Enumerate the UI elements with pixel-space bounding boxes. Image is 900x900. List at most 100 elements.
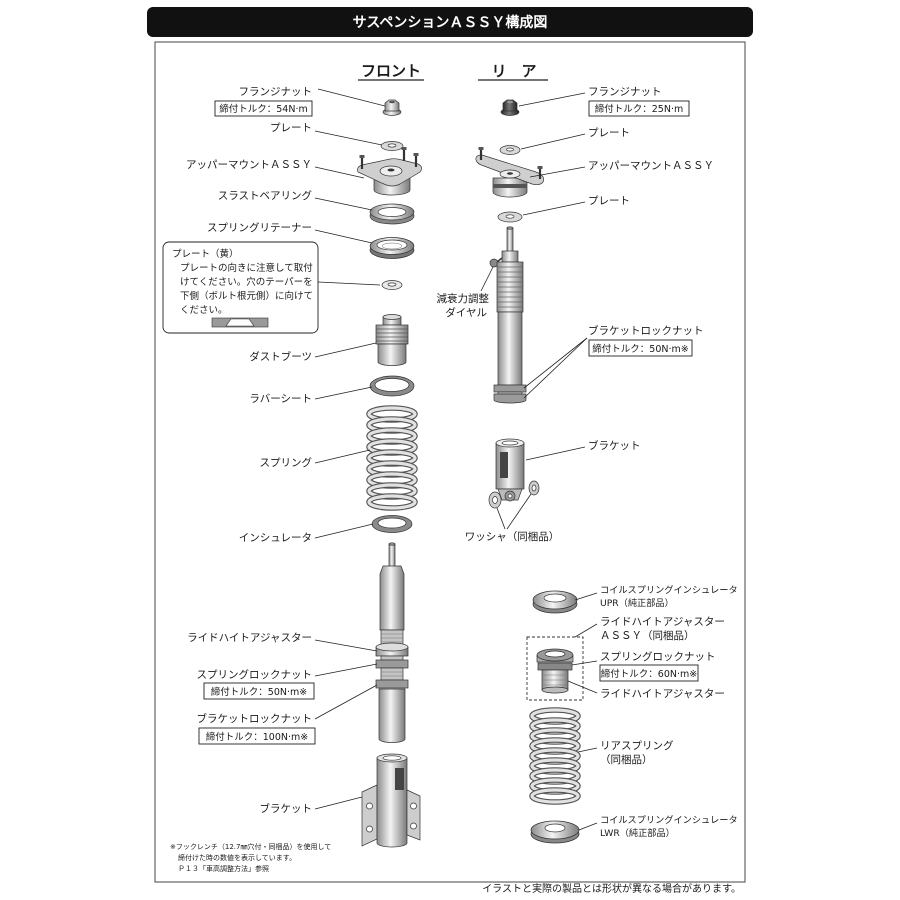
leader-line: [520, 133, 586, 150]
leader-line: [506, 493, 532, 530]
front-flange-nut-part: [382, 99, 402, 116]
rear-ride-height-adjuster-assy-label: ライドハイトアジャスター: [600, 616, 725, 628]
plate-note-line: 下側（ボルト根元側）に向けて: [180, 290, 313, 302]
rear-flange-nut-part: [500, 99, 520, 116]
footnote-line: Ｐ１３「車高調整方法」参照: [178, 864, 269, 873]
leader-line: [314, 449, 371, 464]
rear-upper-mount-label: アッパーマウントＡＳＳＹ: [588, 160, 714, 172]
leader-line: [317, 88, 386, 107]
leader-line: [314, 130, 383, 146]
leader-line: [574, 623, 598, 638]
rear-bracket-lock-nut-torque-box: [588, 339, 693, 357]
footnote-line: ※フックレンチ（12.7㎜穴付・同梱品）を使用して: [170, 842, 331, 851]
leader-line: [314, 166, 365, 179]
front-flange-nut-torque: 締付トルク：54N·m: [219, 103, 307, 115]
header-bar: サスペンションＡＳＳＹ構成図: [147, 7, 753, 37]
rear-ride-height-adjuster-assy-part: [526, 636, 584, 701]
disclaimer-caption: イラストと実際の製品とは形状が異なる場合があります。: [482, 882, 741, 895]
front-spring-lock-nut-torque-box: [203, 682, 315, 700]
leader-line: [523, 337, 588, 399]
rear-damping-dial-label: ダイヤル: [445, 306, 487, 319]
front-insulator-label: インシュレータ: [239, 532, 312, 544]
front-spring-lock-nut-torque: 締付トルク：50N·m※: [211, 686, 307, 698]
leader-line: [314, 684, 378, 720]
leader-line: [578, 822, 598, 831]
front-upper-mount-part: [357, 147, 422, 196]
front-bracket-part: [361, 753, 421, 848]
front-bracket-label: ブラケット: [260, 802, 313, 815]
rear-plate-lower-label: プレート: [588, 195, 630, 207]
rear-flange-nut-label: フランジナット: [588, 86, 662, 98]
leader-line: [518, 92, 586, 107]
front-insulator-part: [371, 515, 413, 533]
rear-spring-lock-nut-label: スプリングロックナット: [600, 650, 716, 663]
plate-note-line: プレートの向きに注意して取付: [180, 262, 313, 274]
leader-line: [480, 266, 494, 292]
leader-line: [529, 166, 586, 178]
front-ride-height-adjuster-label: ライドハイトアジャスター: [187, 632, 312, 644]
front-thrust-bearing-part: [369, 203, 415, 225]
front-upper-mount-label: アッパーマウントＡＳＳＹ: [186, 159, 312, 171]
rear-insulator-lwr-part: [530, 820, 580, 844]
leader-line: [523, 337, 588, 389]
front-thrust-bearing-label: スラストベアリング: [218, 189, 313, 202]
rear-washer-left-part: [488, 491, 502, 509]
leader-line: [496, 507, 506, 530]
front-yellow-plate-part: [381, 280, 403, 290]
front-rubber-seat-label: ラバーシート: [249, 393, 312, 405]
rear-plate-lower-part: [497, 211, 523, 223]
leader-line: [314, 342, 377, 358]
rear-spring-label: リアスプリング: [600, 739, 674, 752]
rear-shock-absorber-part: [489, 226, 527, 404]
leader-line: [314, 197, 373, 211]
rear-upper-mount-part: [475, 147, 545, 198]
leader-line: [314, 523, 374, 539]
front-flange-nut-label: フランジナット: [239, 86, 313, 98]
leader-line: [574, 592, 598, 601]
front-rubber-seat-part: [369, 375, 415, 397]
front-spring-part: [366, 405, 418, 511]
front-bracket-lock-nut-torque-box: [198, 727, 316, 745]
rear-insulator-lwr-label: コイルスプリングインシュレータ: [600, 814, 738, 826]
front-shock-absorber-part: [375, 542, 409, 743]
rear-plate-upper-part: [499, 145, 521, 155]
plate-cross-section-illustration: [211, 317, 269, 328]
front-bracket-lock-nut-label: ブラケットロックナット: [197, 712, 313, 725]
rear-spring-lock-nut-torque: 締付トルク：60N·m※: [601, 668, 697, 680]
rear-bracket-lock-nut-label: ブラケットロックナット: [588, 324, 704, 337]
leader-line: [522, 201, 586, 216]
front-dust-boot-part: [375, 314, 409, 366]
rear-damping-dial-label: 減衰力調整: [437, 292, 490, 305]
rear-insulator-lwr-label: LWR（純正部品）: [600, 827, 675, 839]
front-dust-boot-label: ダストブーツ: [249, 350, 312, 363]
leader-line: [577, 747, 598, 753]
leader-line: [317, 281, 381, 286]
page-title: サスペンションＡＳＳＹ構成図: [353, 14, 548, 31]
front-plate-note: プレート（黄） プレートの向きに注意して取付 けてください。穴のテーパーを 下側…: [162, 241, 319, 334]
rear-insulator-upr-label: UPR（純正部品）: [600, 597, 674, 609]
leader-line: [571, 660, 598, 666]
rear-bracket-lock-nut-torque: 締付トルク：50N·m※: [592, 343, 688, 355]
section-rear-heading: リ ア: [491, 62, 536, 80]
rear-spring-label: （同梱品）: [600, 753, 653, 766]
leader-line: [314, 386, 373, 400]
front-spring-retainer-part: [369, 237, 415, 259]
rear-washer-right-part: [528, 480, 540, 496]
rear-insulator-upr-part: [532, 590, 578, 614]
front-spring-label: スプリング: [260, 456, 313, 469]
diagram-frame: [154, 41, 746, 883]
front-plate-label: プレート: [270, 122, 312, 134]
front-flange-nut-torque-box: [214, 100, 313, 117]
rear-ride-height-adjuster-label: ライドハイトアジャスター: [600, 688, 725, 700]
leader-line: [314, 639, 378, 652]
footnote-line: 締付けた時の数値を表示しています。: [178, 853, 296, 862]
leader-line: [567, 680, 598, 694]
rear-spring-part: [529, 707, 581, 805]
front-spring-retainer-label: スプリングリテーナー: [207, 221, 312, 234]
leader-line: [314, 663, 378, 677]
rear-insulator-upr-label: コイルスプリングインシュレータ: [600, 584, 738, 596]
rear-plate-upper-label: プレート: [588, 127, 630, 139]
leader-line: [314, 229, 373, 244]
rear-flange-nut-torque-box: [588, 100, 690, 117]
front-bracket-lock-nut-torque: 締付トルク：100N·m※: [206, 731, 309, 743]
